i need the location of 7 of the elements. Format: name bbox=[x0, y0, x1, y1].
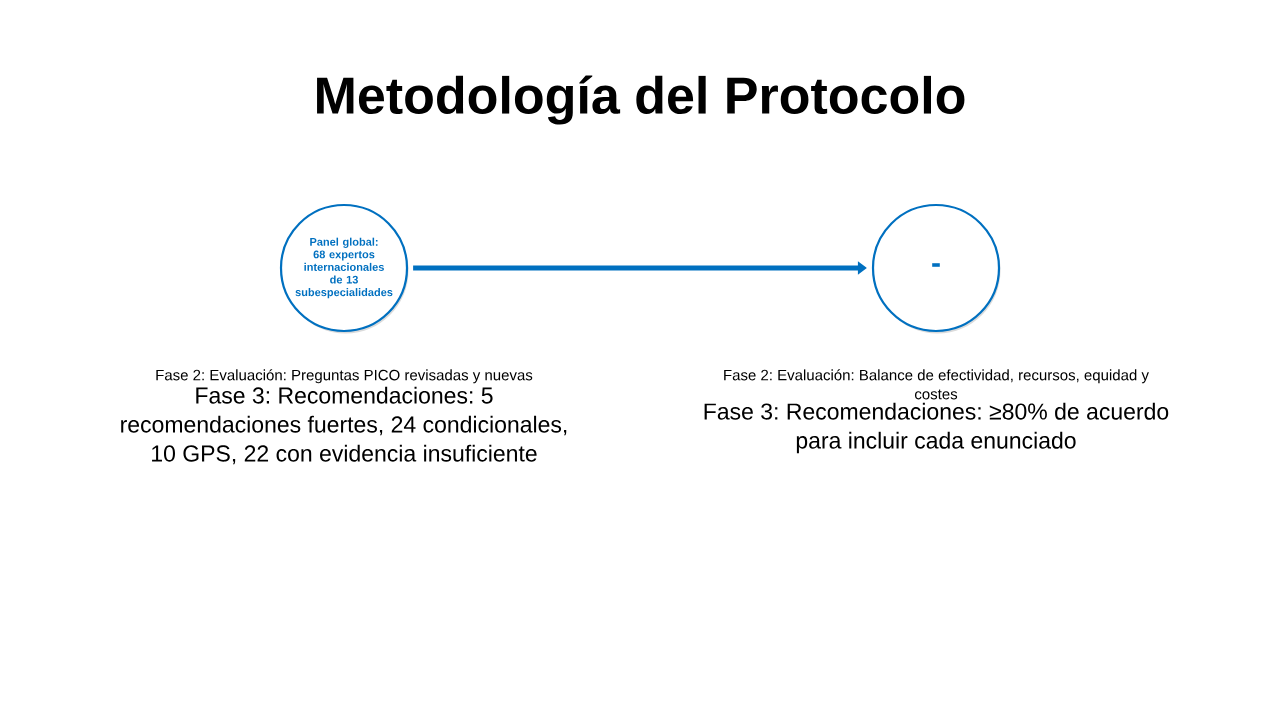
caption-text: Fase 2: Evaluación: Preguntas PICO revisadas y nuevas bbox=[156, 369, 533, 384]
caption-text: Fase 3: Recomendaciones: ≥80% de acuerdo para incluir cada enunciado bbox=[704, 402, 1169, 454]
caption-text: Fase 2: Evaluación: Balance de efectividad, recursos, equidad y costes bbox=[724, 369, 1149, 400]
title: Metodología del Protocolo bbox=[317, 75, 965, 125]
caption-text: Fase 3: Recomendaciones: 5 recomendaciones fuertes, 24 condicionales, 10 GPS, 22 con evidencia insuficiente bbox=[121, 386, 567, 465]
circle-node: - bbox=[871, 203, 1001, 334]
circle-node: Panel global: 68 expertos internacionales de 13 subespecialidades bbox=[279, 203, 409, 334]
